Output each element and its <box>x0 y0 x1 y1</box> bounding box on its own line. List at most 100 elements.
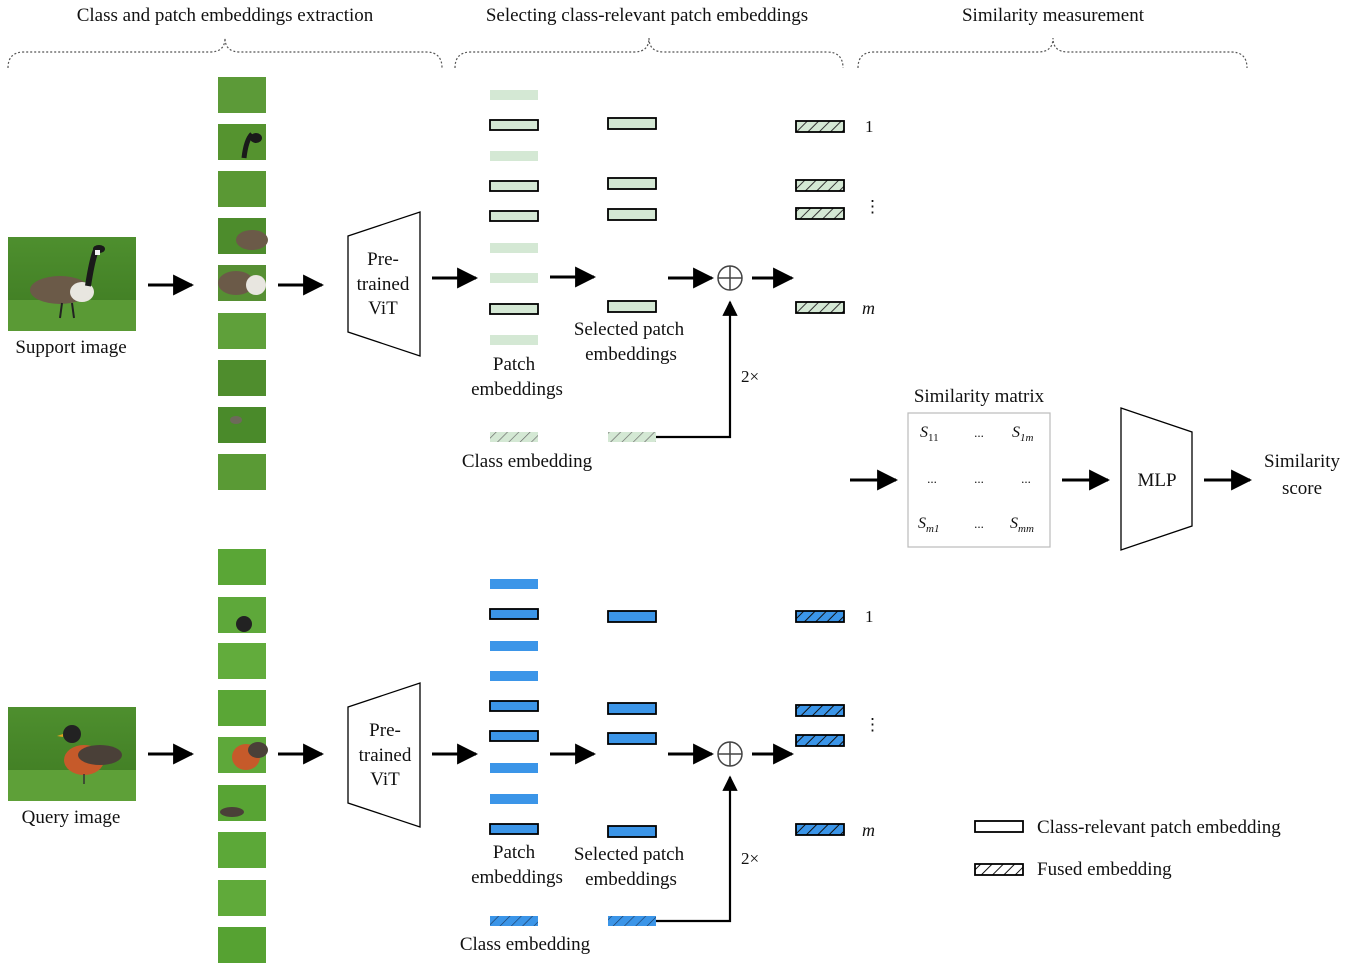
similarity-score-label-1: Similarity <box>1264 451 1341 472</box>
support-selected-label-2: embeddings <box>585 344 677 365</box>
brace-similarity <box>857 37 1248 69</box>
similarity-matrix-title: Similarity matrix <box>914 386 1045 407</box>
relevant-patch-embedding <box>489 119 539 131</box>
query-selected-embeddings <box>607 610 657 838</box>
patch-embedding <box>490 641 538 651</box>
legend-outline-label: Class-relevant patch embedding <box>1037 817 1281 838</box>
mlp-label: MLP <box>1137 470 1176 491</box>
matrix-cell-dots: ... <box>974 516 984 531</box>
relevant-patch-embedding <box>489 823 539 835</box>
selected-patch-embedding <box>607 177 657 190</box>
selected-patch-embedding <box>607 610 657 623</box>
similarity-matrix <box>907 412 1051 548</box>
support-patch-column <box>218 77 268 490</box>
query-patch <box>218 690 266 726</box>
patch-embedding <box>490 243 538 253</box>
matrix-cell-dots: ... <box>927 471 937 486</box>
patch-embedding <box>490 671 538 681</box>
fused-embedding <box>795 301 845 314</box>
query-selected-label-1: Selected patch <box>574 844 685 865</box>
matrix-cell-dots: ... <box>974 471 984 486</box>
matrix-cell-s1m: S1m <box>1012 424 1034 444</box>
support-fused-embeddings <box>795 120 845 314</box>
selected-patch-embedding <box>607 702 657 715</box>
support-patch <box>218 77 266 113</box>
support-repeat-label: 2× <box>741 367 759 386</box>
brace-extraction <box>7 37 443 69</box>
support-selected-label-1: Selected patch <box>574 319 685 340</box>
support-patch-label-2: embeddings <box>471 379 563 400</box>
fused-embedding <box>795 704 845 717</box>
matrix-cell-smm: Smm <box>1010 515 1034 535</box>
query-class-embedding-copy <box>608 916 656 926</box>
matrix-cell-sm1: Sm1 <box>918 515 939 535</box>
query-vit-label-3: ViT <box>370 769 400 790</box>
brace-selecting <box>454 37 844 69</box>
mlp-block <box>1120 407 1193 551</box>
query-image-label: Query image <box>22 807 121 828</box>
fused-embedding <box>795 179 845 192</box>
support-index-last: m <box>862 298 875 318</box>
relevant-patch-embedding <box>489 303 539 315</box>
support-vit-label-2: trained <box>357 274 410 295</box>
query-patch <box>218 643 266 679</box>
arrow-query-class-to-fuse <box>656 775 738 923</box>
section-title-similarity: Similarity measurement <box>962 5 1145 26</box>
support-vit-label-3: ViT <box>368 298 398 319</box>
patch-embedding <box>490 794 538 804</box>
similarity-score-label-2: score <box>1282 478 1322 499</box>
patch-embedding <box>490 579 538 589</box>
fused-embedding <box>795 610 845 623</box>
query-index-dots: ⋮ <box>864 715 881 734</box>
support-class-label: Class embedding <box>462 451 593 472</box>
query-class-label: Class embedding <box>460 934 591 955</box>
support-class-embedding-copy <box>608 432 656 442</box>
query-vit-label-1: Pre- <box>369 720 401 741</box>
selected-patch-embedding <box>607 732 657 745</box>
query-fuse-operator <box>717 741 743 767</box>
query-fused-embeddings <box>795 610 845 836</box>
query-index-first: 1 <box>865 607 874 626</box>
query-index-last: m <box>862 820 875 840</box>
support-patch <box>218 171 266 207</box>
relevant-patch-embedding <box>489 608 539 620</box>
query-patch-embeddings <box>489 579 539 835</box>
patch-embedding <box>490 90 538 100</box>
query-image <box>8 707 136 801</box>
patch-embedding <box>490 335 538 345</box>
matrix-cell-dots: ... <box>974 425 984 440</box>
fused-embedding <box>795 207 845 220</box>
fused-embedding <box>795 120 845 133</box>
patch-embedding <box>490 763 538 773</box>
query-vit-label-2: trained <box>359 745 412 766</box>
selected-patch-embedding <box>607 208 657 221</box>
matrix-cell-s11: S11 <box>920 424 939 444</box>
support-patch <box>218 313 266 349</box>
support-vit-label-1: Pre- <box>367 249 399 270</box>
relevant-patch-embedding <box>489 730 539 742</box>
query-patch-column <box>218 549 268 963</box>
query-class-embedding <box>490 916 538 926</box>
relevant-patch-embedding <box>489 180 539 192</box>
legend-hatched-label: Fused embedding <box>1037 859 1172 880</box>
support-index-dots: ⋮ <box>864 197 881 216</box>
selected-patch-embedding <box>607 825 657 838</box>
support-patch <box>218 454 266 490</box>
query-patch-label-1: Patch <box>493 842 536 863</box>
fused-embedding <box>795 734 845 747</box>
query-patch <box>218 927 266 963</box>
legend-outline-swatch <box>974 820 1024 833</box>
support-index-first: 1 <box>865 117 874 136</box>
legend: Class-relevant patch embedding Fused emb… <box>974 817 1281 880</box>
support-image <box>8 237 136 331</box>
matrix-cell-dots: ... <box>1021 471 1031 486</box>
support-vit-block <box>347 211 421 357</box>
selected-patch-embedding <box>607 117 657 130</box>
section-title-extraction: Class and patch embeddings extraction <box>77 5 374 26</box>
query-patch <box>218 880 266 916</box>
support-image-label: Support image <box>15 337 126 358</box>
query-patch <box>218 832 266 868</box>
patch-embedding <box>490 151 538 161</box>
support-patch-label-1: Patch <box>493 354 536 375</box>
